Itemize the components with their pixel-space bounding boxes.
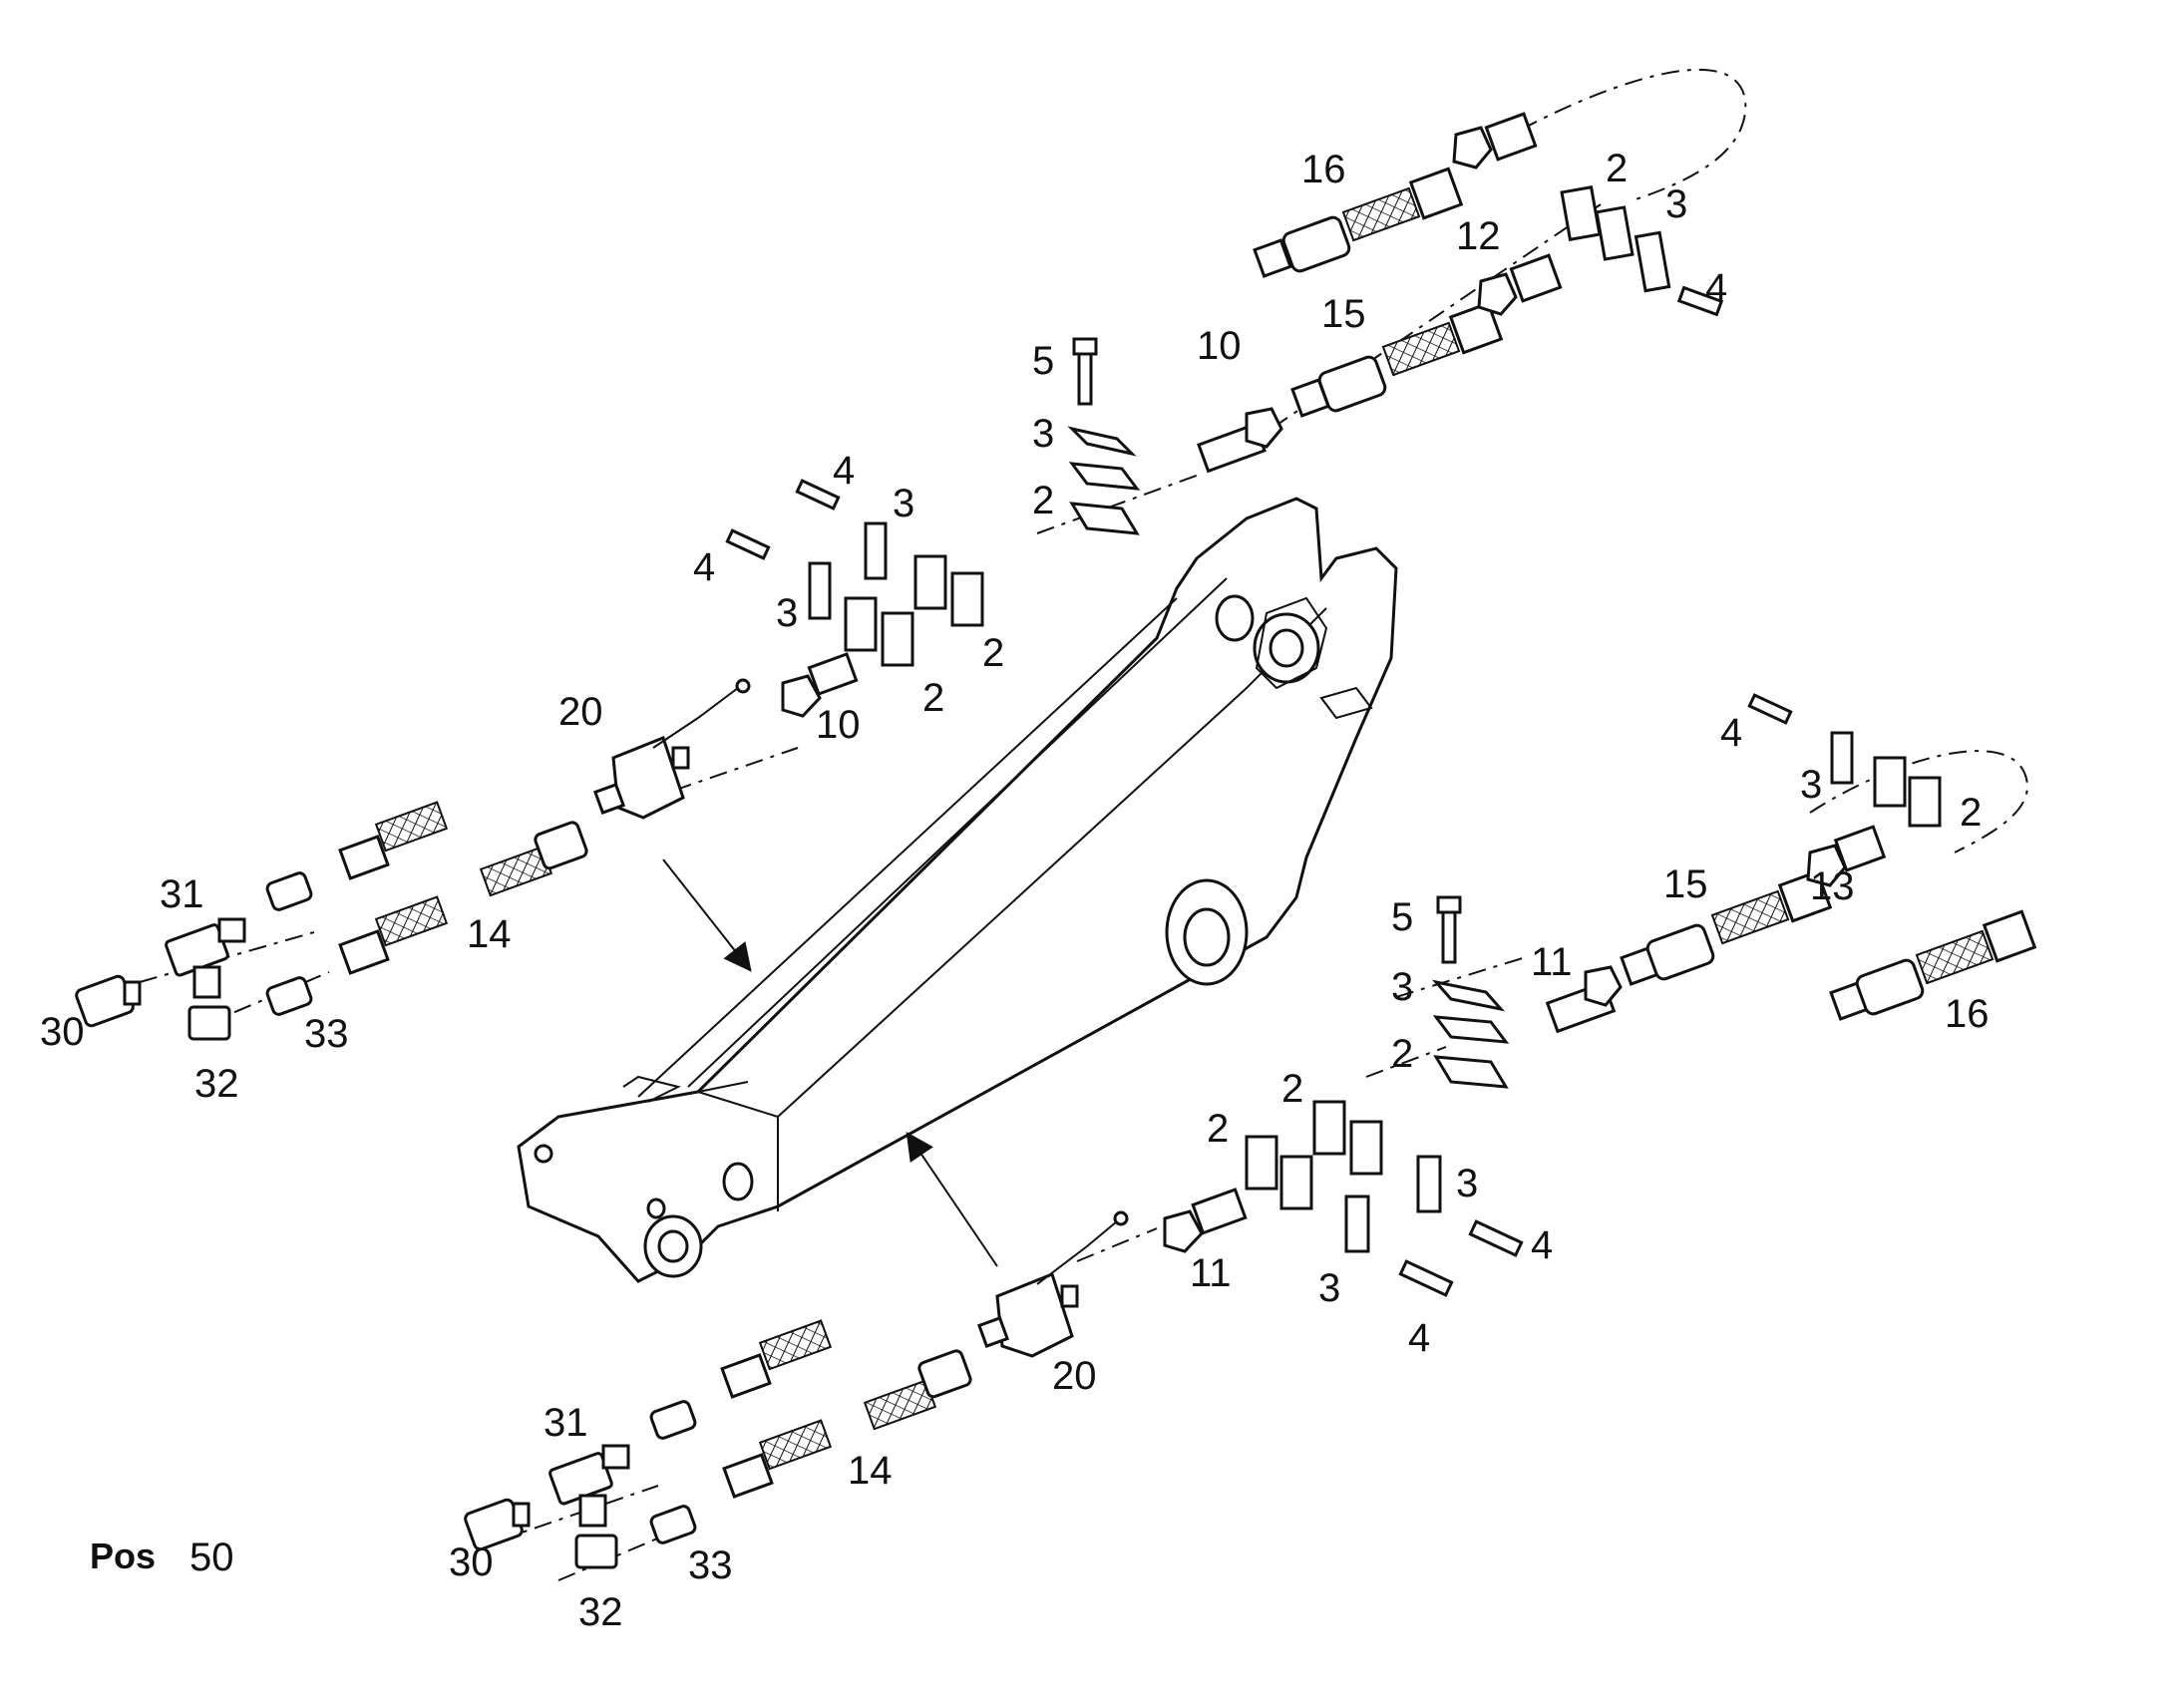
fitting-13 xyxy=(1806,825,1887,887)
callout-10: 10 xyxy=(1197,324,1242,368)
callout-16: 16 xyxy=(1945,992,1990,1036)
callout-30: 30 xyxy=(449,1540,494,1584)
callout-5: 5 xyxy=(1391,895,1413,939)
callout-32: 32 xyxy=(578,1590,623,1634)
hose-14-upper xyxy=(338,801,588,975)
hose-15-upper xyxy=(1290,301,1504,418)
callout-4: 4 xyxy=(1705,266,1727,310)
fitting-11-upper xyxy=(1545,965,1623,1034)
callout-3: 3 xyxy=(1318,1266,1340,1310)
callout-2: 2 xyxy=(1207,1107,1229,1151)
callout-31: 31 xyxy=(160,872,204,916)
clamp-set-lower-middle xyxy=(1245,1100,1524,1297)
position-label: Pos xyxy=(90,1536,156,1576)
boom-arm xyxy=(517,497,1398,1283)
callout-4: 4 xyxy=(1408,1316,1430,1360)
callout-33: 33 xyxy=(304,1012,349,1056)
callout-15: 15 xyxy=(1663,862,1708,906)
ball-valve-20-lower xyxy=(976,1210,1129,1358)
callout-20: 20 xyxy=(558,690,603,734)
callout-2: 2 xyxy=(922,676,944,720)
callout-4: 4 xyxy=(1720,711,1742,755)
clamp-set-lower-right xyxy=(1747,693,1942,828)
callout-10: 10 xyxy=(816,703,861,747)
callout-3: 3 xyxy=(1800,763,1822,807)
callout-3: 3 xyxy=(1391,965,1413,1009)
callout-2: 2 xyxy=(1391,1032,1413,1076)
hose-16-upper xyxy=(1253,112,1538,278)
callout-11: 11 xyxy=(1190,1251,1232,1295)
clamp-set-upper-right xyxy=(1560,185,1724,317)
fitting-10-left xyxy=(781,652,859,718)
callout-2: 2 xyxy=(982,631,1004,675)
callout-3: 3 xyxy=(1456,1162,1478,1205)
callout-3: 3 xyxy=(1032,412,1054,456)
ball-valve-20-upper xyxy=(592,678,751,820)
clamp-set-upper-left xyxy=(725,479,984,667)
callout-11: 11 xyxy=(1531,940,1573,984)
callout-5: 5 xyxy=(1032,339,1054,383)
callout-3: 3 xyxy=(776,591,798,635)
callout-30: 30 xyxy=(40,1010,85,1054)
callout-32: 32 xyxy=(194,1062,239,1106)
callout-33: 33 xyxy=(688,1543,733,1587)
callout-2: 2 xyxy=(1606,147,1628,190)
callout-4: 4 xyxy=(833,449,855,493)
fitting-group-30-33-lower xyxy=(464,1400,697,1569)
clamp-stack-5-lower xyxy=(1431,895,1510,1089)
callout-3: 3 xyxy=(893,482,914,525)
fitting-10-upper xyxy=(1197,407,1283,474)
arrow-to-boom-lower xyxy=(906,1132,998,1267)
fitting-group-30-33-upper xyxy=(75,871,313,1041)
callouts: 16 2 3 12 4 15 5 10 3 2 4 3 4 3 2 2 20 1… xyxy=(40,147,1990,1634)
callout-13: 13 xyxy=(1810,864,1855,908)
callout-2: 2 xyxy=(1960,791,1982,835)
hose-16-lower xyxy=(1829,909,2037,1021)
callout-16: 16 xyxy=(1301,148,1346,191)
callout-4: 4 xyxy=(693,545,715,589)
arrow-to-boom-upper xyxy=(662,858,752,972)
callout-15: 15 xyxy=(1321,292,1366,336)
callout-4: 4 xyxy=(1531,1223,1553,1267)
callout-31: 31 xyxy=(544,1401,588,1445)
callout-14: 14 xyxy=(848,1449,893,1493)
callout-20: 20 xyxy=(1052,1354,1097,1398)
callout-2: 2 xyxy=(1281,1067,1303,1111)
callout-12: 12 xyxy=(1456,214,1501,258)
hose-15-lower xyxy=(1620,869,1833,986)
callout-3: 3 xyxy=(1665,182,1687,226)
callout-2: 2 xyxy=(1032,479,1054,522)
callout-14: 14 xyxy=(467,912,512,956)
hose-14-lower xyxy=(720,1319,972,1499)
fitting-12 xyxy=(1477,253,1563,316)
clamp-stack-5-upper xyxy=(1067,337,1141,535)
fitting-11-lower xyxy=(1163,1188,1248,1253)
position-number: 50 xyxy=(189,1536,234,1579)
